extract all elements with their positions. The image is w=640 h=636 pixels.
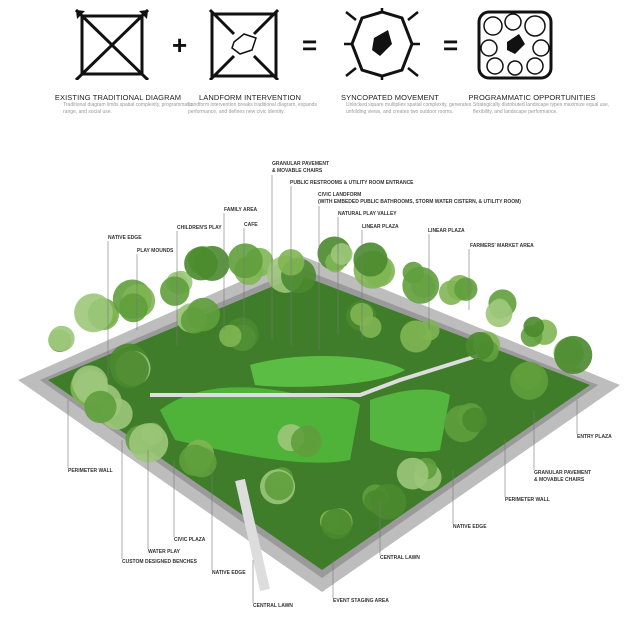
diagram-title: SYNCOPATED MOVEMENT xyxy=(341,93,439,102)
callout-linear-plaza-2: LINEAR PLAZA xyxy=(428,228,465,234)
program-bubbles-icon xyxy=(477,10,553,80)
callout-entry: ENTRY PLAZA xyxy=(577,434,612,440)
tree xyxy=(485,300,513,328)
tree xyxy=(462,407,487,433)
callout-farmers: FARMERS' MARKET AREA xyxy=(470,243,534,249)
callout-civic-landform: CIVIC LANDFORM(WITH EMBEDED PUBLIC BATHR… xyxy=(318,192,521,205)
callout-family: FAMILY AREA xyxy=(224,207,258,213)
equals-operator: = xyxy=(302,30,318,60)
tree xyxy=(514,361,542,390)
callout-native-top: NATIVE EDGE xyxy=(108,235,142,241)
callout-childrens: CHILDREN'S PLAY xyxy=(177,225,222,231)
callout-native-right: NATIVE EDGE xyxy=(453,524,487,530)
tree xyxy=(180,307,208,334)
diagram-description: Strategically distributed landscape type… xyxy=(473,102,610,115)
callout-natural-play: NATURAL PLAY VALLEY xyxy=(338,211,397,217)
tree xyxy=(111,350,149,388)
callout-civic-plaza: CIVIC PLAZA xyxy=(174,537,206,543)
tree xyxy=(350,302,374,326)
callout-water: WATER PLAY xyxy=(148,549,180,555)
diagram-title: LANDFORM INTERVENTION xyxy=(199,93,301,102)
tree xyxy=(219,324,242,348)
tree xyxy=(129,423,169,463)
tree xyxy=(84,390,117,424)
tree xyxy=(264,471,294,501)
diagram-description: Unlocked square multiplies spatial compl… xyxy=(346,102,472,115)
callout-granular-top: GRANULAR PAVEMENT& MOVABLE CHAIRS xyxy=(272,161,330,174)
callout-granular-right: GRANULAR PAVEMENT& MOVABLE CHAIRS xyxy=(534,470,592,483)
tree xyxy=(364,490,387,513)
tree-canopy xyxy=(48,236,593,540)
upper-lawn xyxy=(250,355,405,387)
tree xyxy=(321,508,352,540)
tree xyxy=(48,325,75,352)
movement-arrows-icon xyxy=(344,8,420,80)
tree xyxy=(396,457,429,490)
tree xyxy=(118,293,148,323)
tree xyxy=(74,293,113,333)
callout-perimeter-left: PERIMETER WALL xyxy=(68,468,113,474)
diagram-description: Landform intervention breaks traditional… xyxy=(188,102,317,115)
callout-perimeter-right: PERIMETER WALL xyxy=(505,497,550,503)
tree xyxy=(465,331,494,361)
callout-central-lawn-right: CENTRAL LAWN xyxy=(380,555,420,561)
tree xyxy=(523,316,545,338)
tree xyxy=(290,426,322,458)
callout-restrooms: PUBLIC RESTROOMS & UTILITY ROOM ENTRANCE xyxy=(290,180,414,186)
square-cross-arrows-icon xyxy=(74,8,150,80)
plus-operator: + xyxy=(172,30,188,60)
tree xyxy=(227,243,263,279)
callout-event: EVENT STAGING AREA xyxy=(333,598,389,604)
callout-native-left: NATIVE EDGE xyxy=(212,570,246,576)
tree xyxy=(554,335,593,375)
tree xyxy=(353,242,388,277)
tree xyxy=(330,243,353,265)
tree xyxy=(400,320,433,353)
tree xyxy=(402,266,440,304)
callout-benches: CUSTOM DESIGNED BENCHES xyxy=(122,559,197,565)
tree xyxy=(186,447,217,478)
callout-play-mounds: PLAY MOUNDS xyxy=(137,248,174,254)
tree xyxy=(160,276,190,306)
tree xyxy=(184,246,218,281)
diagram-title: PROGRAMMATIC OPPORTUNITIES xyxy=(468,93,596,102)
tree xyxy=(454,277,478,301)
equals-operator: = xyxy=(443,30,459,60)
square-landform-icon xyxy=(208,8,280,80)
diagram-title: EXISTING TRADITIONAL DIAGRAM xyxy=(54,93,182,102)
callout-linear-plaza-1: LINEAR PLAZA xyxy=(362,224,399,230)
callout-central-lawn-left: CENTRAL LAWN xyxy=(253,603,293,609)
callout-cafe: CAFE xyxy=(244,222,258,228)
diagram-description: Traditional diagram limits spatial compl… xyxy=(63,102,193,115)
